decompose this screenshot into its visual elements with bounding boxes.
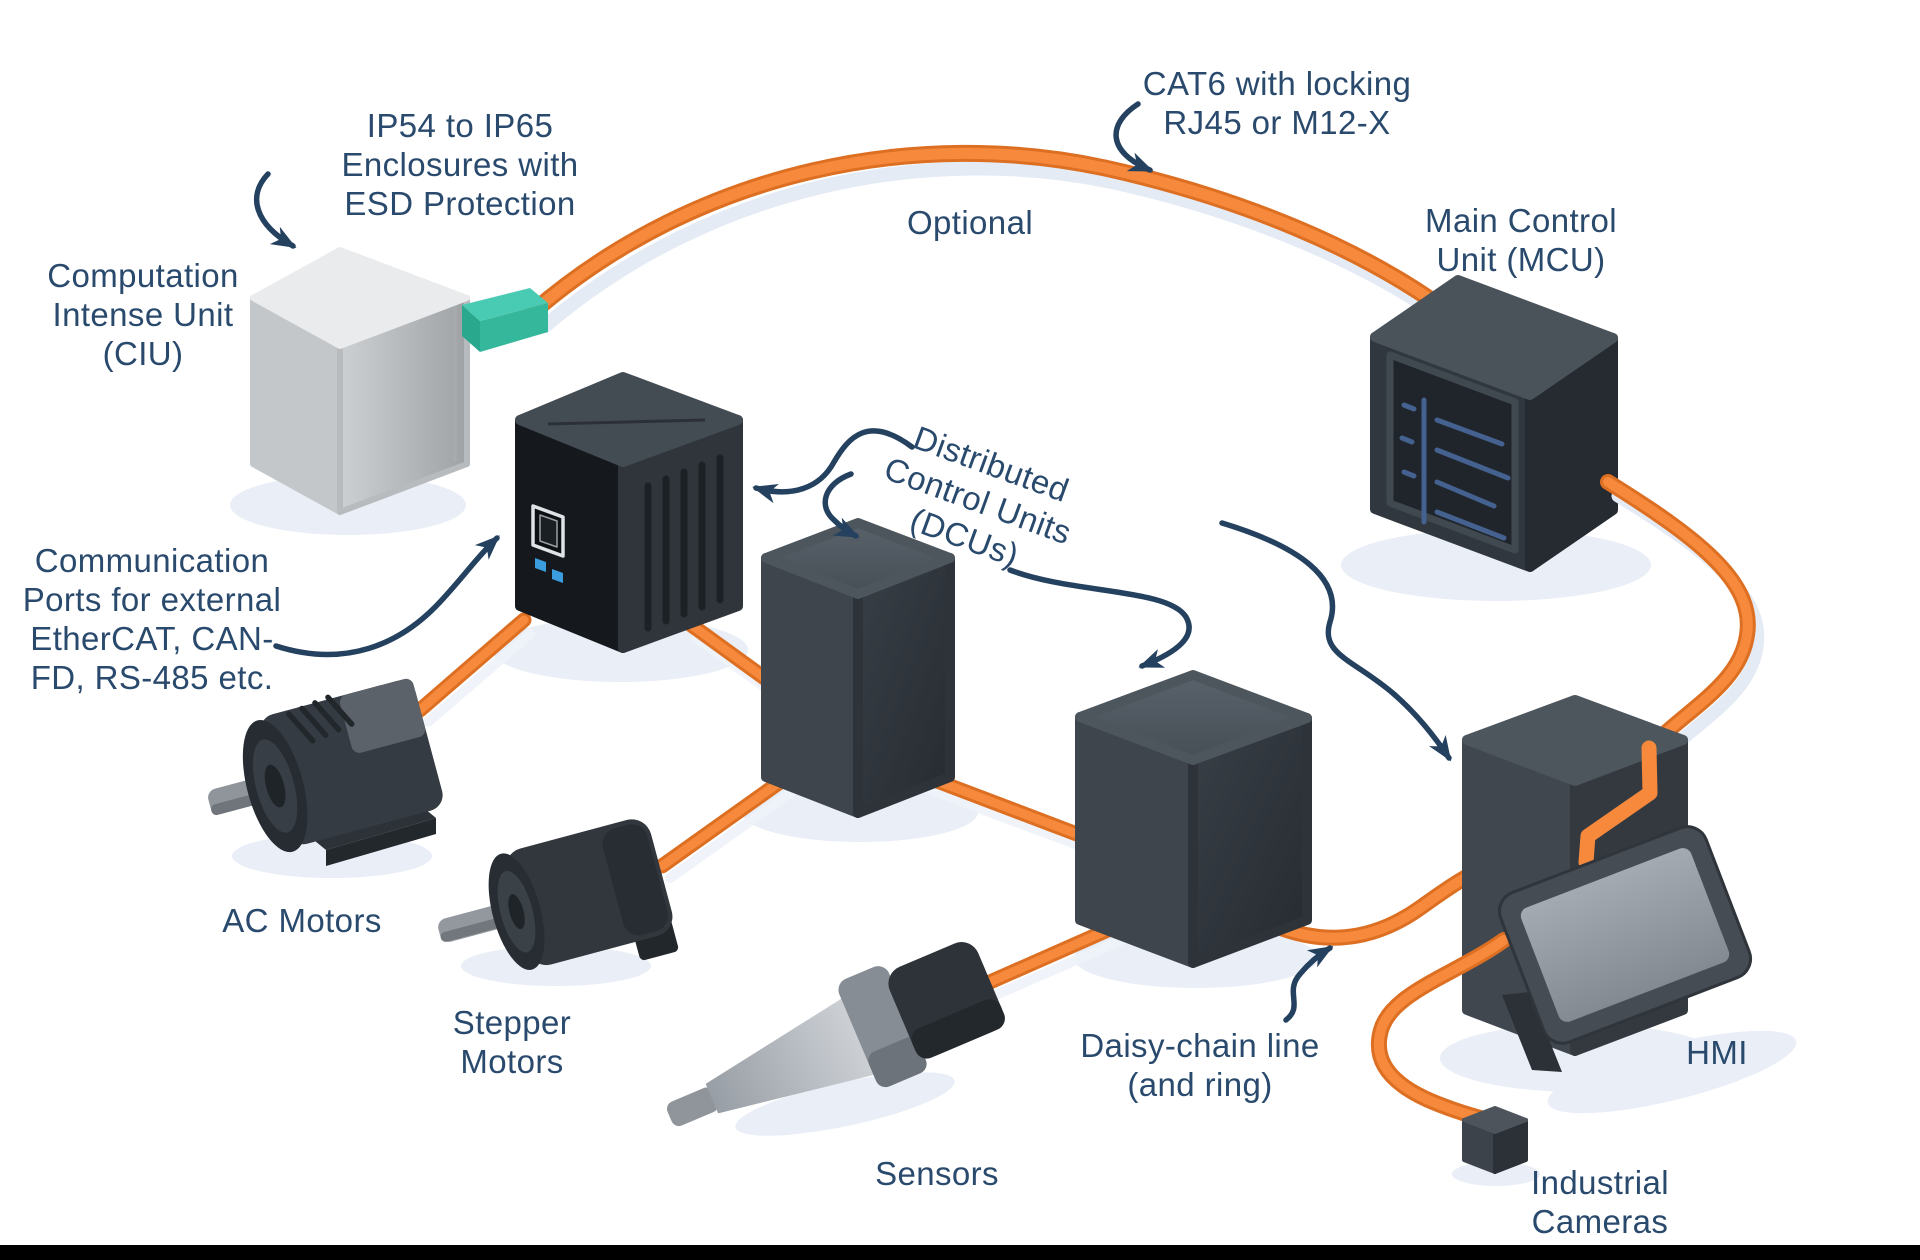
cable-hmi-elbow — [1578, 740, 1658, 870]
arrow-dcu-label-to-dcu1 — [752, 428, 915, 504]
enclosure-note-label: IP54 to IP65 Enclosures with ESD Protect… — [341, 106, 578, 223]
arrow-dcu-label-to-dcu3 — [1007, 567, 1192, 669]
arrow-dcu-label-to-hmi — [1219, 520, 1452, 762]
arrow-daisy-to-cable — [1283, 945, 1334, 1023]
arrow-enclosure-to-ciu — [253, 171, 297, 249]
ciu-label-line2: Intense Unit — [52, 296, 234, 333]
cat6-note-line1: CAT6 with locking — [1142, 65, 1412, 102]
stepper-motor — [438, 819, 679, 970]
hmi-label: HMI — [1686, 1033, 1748, 1072]
dcu1-box — [515, 372, 743, 653]
ciu-label: Computation Intense Unit (CIU) — [47, 256, 239, 373]
industrial-cameras-line1: Industrial — [1531, 1164, 1669, 1201]
comm-ports-line1: Communication — [34, 542, 270, 579]
cable-dcu1-to-dcu2 — [682, 616, 778, 690]
ciu-box — [250, 247, 470, 515]
ac-motors-label-text: AC Motors — [222, 902, 382, 939]
ciu-label-line3: (CIU) — [102, 335, 184, 372]
cable-mcu-to-hmi — [1600, 474, 1765, 769]
mcu-label-line2: Unit (MCU) — [1436, 241, 1606, 278]
daisy-chain-label: Daisy-chain line (and ring) — [1080, 1026, 1319, 1104]
dcu2-box — [761, 518, 955, 818]
bottom-letterbox-bar — [0, 1245, 1920, 1260]
stepper-motors-line2: Motors — [460, 1043, 564, 1080]
mcu-screen — [1386, 351, 1519, 554]
stepper-motors-line1: Stepper — [452, 1004, 572, 1041]
enclosure-note-line3: ESD Protection — [344, 185, 576, 222]
dcu1-vents — [644, 454, 724, 632]
daisy-chain-line1: Daisy-chain line — [1080, 1027, 1320, 1064]
sensors-label-text: Sensors — [875, 1155, 999, 1192]
ciu-label-line1: Computation — [47, 257, 239, 294]
sensors-label: Sensors — [875, 1154, 999, 1193]
mcu-label: Main Control Unit (MCU) — [1425, 201, 1617, 279]
industrial-cameras-line2: Cameras — [1531, 1203, 1669, 1240]
arrow-cat6-to-cable — [1113, 101, 1154, 173]
industrial-camera — [1462, 1106, 1528, 1174]
comm-ports-line2: Ports for external — [22, 581, 282, 618]
status-leds — [535, 558, 563, 583]
hmi-tablet — [1497, 825, 1753, 1072]
arrow-commports-to-port — [273, 535, 500, 658]
hmi-label-text: HMI — [1686, 1034, 1748, 1071]
daisy-chain-line2: (and ring) — [1127, 1066, 1273, 1103]
mcu-screen-lines — [1399, 397, 1511, 541]
cable-ciu-to-mcu — [524, 144, 1447, 333]
dcu3-box — [1075, 670, 1312, 968]
enclosure-note-line2: Enclosures with — [341, 146, 579, 183]
annotation-arrows — [253, 101, 1452, 1023]
sensor-probe — [666, 942, 1005, 1127]
stepper-motors-label: Stepper Motors — [453, 1003, 571, 1081]
optional-label-text: Optional — [906, 204, 1034, 241]
cable-dcu1-to-ac-motor — [412, 612, 532, 718]
cable-floor-shadows — [423, 629, 1146, 999]
industrial-cameras-label: Industrial Cameras — [1531, 1163, 1669, 1241]
ethernet-port — [531, 504, 565, 558]
enclosure-note-line1: IP54 to IP65 — [366, 107, 554, 144]
ac-motors-label: AC Motors — [222, 901, 381, 940]
ac-motor — [208, 678, 443, 866]
comm-ports-line3: EtherCAT, CAN- — [30, 620, 274, 657]
comm-ports-label: Communication Ports for external EtherCA… — [23, 541, 281, 697]
arrow-dcu-label-to-dcu2 — [822, 471, 860, 539]
cable-hmi-to-camera — [1370, 932, 1512, 1128]
teal-connector — [462, 288, 556, 352]
optional-label: Optional — [907, 203, 1033, 242]
comm-ports-line4: FD, RS-485 etc. — [30, 659, 274, 696]
cat6-note-line2: RJ45 or M12-X — [1163, 104, 1391, 141]
mcu-label-line1: Main Control — [1425, 202, 1617, 239]
cat6-note-label: CAT6 with locking RJ45 or M12-X — [1143, 64, 1411, 142]
